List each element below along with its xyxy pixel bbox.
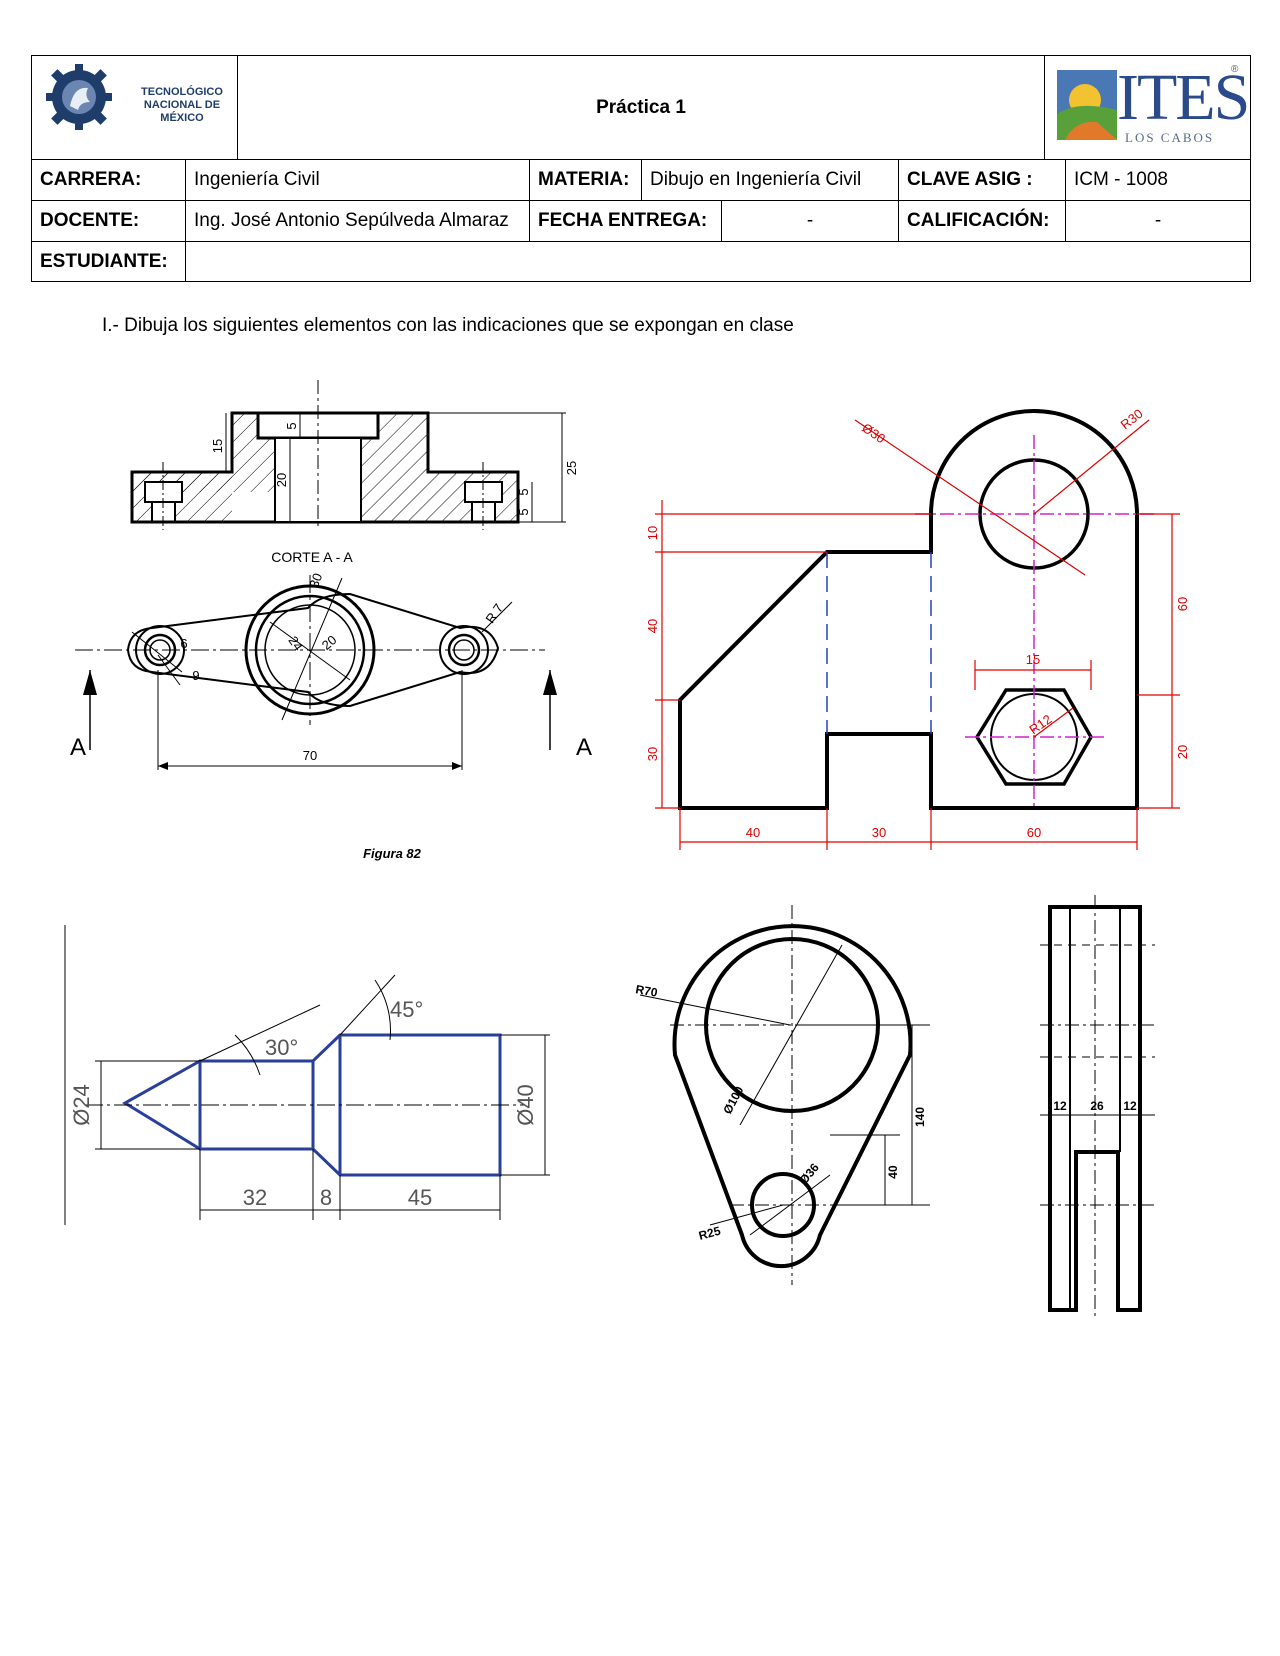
dim-30deg: 30° xyxy=(265,1035,298,1060)
figure-4-link: R70 Ø100 Ø36 R25 140 40 12 26 12 xyxy=(634,895,1155,1320)
dim-5-a: 5 xyxy=(516,488,531,495)
carrera-label: CARRERA: xyxy=(31,159,186,201)
figure-caption: Figura 82 xyxy=(363,846,422,861)
docente-value: Ing. José Antonio Sepúlveda Almaraz xyxy=(185,200,530,242)
fecha-value: - xyxy=(721,200,899,242)
page-title: Práctica 1 xyxy=(237,55,1045,160)
dim-32: 32 xyxy=(243,1185,267,1210)
dim-30-v: 30 xyxy=(645,747,660,761)
section-view: 15 5 20 25 5 5 xyxy=(130,380,579,530)
estudiante-field[interactable] xyxy=(185,241,1251,282)
figure-1-flange: 15 5 20 25 5 5 CORTE A - A 30 24 20 6 xyxy=(70,380,592,861)
dim-r30: R30 xyxy=(1118,406,1146,433)
ites-registered-mark: ® xyxy=(1231,64,1239,75)
ites-logo-icon xyxy=(1057,70,1117,140)
carrera-value: Ingeniería Civil xyxy=(185,159,530,201)
dim-5-top: 5 xyxy=(284,422,299,429)
ites-logo-text: ITES xyxy=(1117,61,1250,134)
calificacion-label: CALIFICACIÓN: xyxy=(898,200,1066,242)
instruction-text: I.- Dibuja los siguientes elementos con … xyxy=(102,315,794,336)
dim-30-plan: 30 xyxy=(306,571,325,590)
bracket-dimensions: Ø30 R30 10 40 30 60 20 15 R12 40 30 60 xyxy=(645,406,1190,850)
docente-label: DOCENTE: xyxy=(31,200,186,242)
dim-d36: Ø36 xyxy=(797,1160,823,1187)
dim-40-v: 40 xyxy=(645,619,660,633)
dim-60-v: 60 xyxy=(1175,597,1190,611)
dim-45deg: 45° xyxy=(390,997,423,1022)
materia-label: MATERIA: xyxy=(529,159,642,201)
dim-12-right: 12 xyxy=(1123,1099,1137,1113)
clave-label: CLAVE ASIG : xyxy=(898,159,1066,201)
dim-8: 8 xyxy=(320,1185,332,1210)
dim-r25: R25 xyxy=(697,1224,722,1243)
dim-d40: Ø40 xyxy=(513,1084,538,1126)
logo-right-cell: ITES LOS CABOS ® xyxy=(1044,55,1251,160)
pin-dimensions: 30° 45° Ø24 Ø40 32 8 45 xyxy=(64,925,550,1225)
fecha-label: FECHA ENTREGA: xyxy=(529,200,722,242)
dim-r12: R12 xyxy=(1026,711,1054,737)
section-marker-left: A xyxy=(70,734,86,761)
dim-15: 15 xyxy=(210,439,225,453)
dim-d30: Ø30 xyxy=(859,420,888,446)
dim-20-v: 20 xyxy=(1175,745,1190,759)
figure-2-bracket: Ø30 R30 10 40 30 60 20 15 R12 40 30 60 xyxy=(645,406,1190,850)
estudiante-label: ESTUDIANTE: xyxy=(31,241,186,282)
dim-r70: R70 xyxy=(634,982,658,1000)
ites-logo-subtext: LOS CABOS xyxy=(1125,130,1215,145)
tecnm-logo-icon xyxy=(46,64,112,130)
dim-9-plan: 9 xyxy=(192,668,199,683)
dim-d24: Ø24 xyxy=(69,1084,94,1126)
dim-20: 20 xyxy=(274,473,289,487)
dim-30-h: 30 xyxy=(872,825,886,840)
dim-15-h: 15 xyxy=(1026,652,1040,667)
dim-40-link: 40 xyxy=(886,1165,900,1179)
logo-left-cell: TECNOLÓGICO NACIONAL DE MÉXICO xyxy=(31,55,238,160)
dim-140: 140 xyxy=(913,1107,927,1127)
bracket-outline xyxy=(678,409,1155,810)
section-marker-right: A xyxy=(576,734,592,761)
clave-value: ICM - 1008 xyxy=(1065,159,1251,201)
section-label: CORTE A - A xyxy=(271,549,353,565)
calificacion-value: - xyxy=(1065,200,1251,242)
plan-view: 30 24 20 6 9 R 7 70 A A xyxy=(70,571,592,770)
dim-6-plan: 6 xyxy=(180,636,187,651)
dim-26: 26 xyxy=(1090,1099,1104,1113)
dim-60-h: 60 xyxy=(1027,825,1041,840)
info-table: CARRERA: Ingeniería Civil MATERIA: Dibuj… xyxy=(31,159,1251,282)
dim-70-plan: 70 xyxy=(303,748,317,763)
dim-5-b: 5 xyxy=(516,508,531,515)
dim-d100: Ø100 xyxy=(720,1084,746,1117)
dim-25: 25 xyxy=(564,461,579,475)
dim-r7-plan: R 7 xyxy=(482,601,506,626)
materia-value: Dibujo en Ingeniería Civil xyxy=(641,159,899,201)
dim-40-h: 40 xyxy=(746,825,760,840)
dim-45: 45 xyxy=(408,1185,432,1210)
link-dimensions: R70 Ø100 Ø36 R25 140 40 xyxy=(634,905,930,1285)
dim-24-plan: 24 xyxy=(285,633,306,653)
link-side-view: 12 26 12 xyxy=(1040,895,1155,1320)
figure-3-pin: 30° 45° Ø24 Ø40 32 8 45 xyxy=(64,925,550,1225)
tecnm-logo-text: TECNOLÓGICO NACIONAL DE MÉXICO xyxy=(141,86,223,124)
dim-10: 10 xyxy=(645,526,660,540)
title-row: TECNOLÓGICO NACIONAL DE MÉXICO Práctica … xyxy=(31,55,1251,160)
dim-12-left: 12 xyxy=(1053,1099,1067,1113)
